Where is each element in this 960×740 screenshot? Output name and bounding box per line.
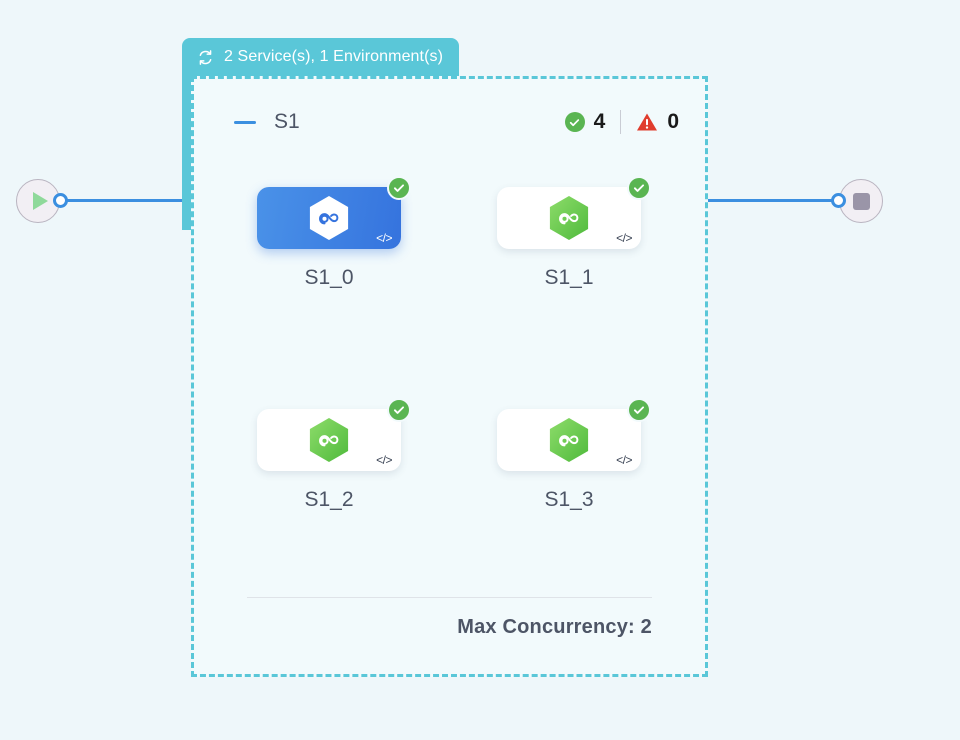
- code-glyph: </>: [616, 453, 632, 467]
- edge-start-to-group: [62, 199, 190, 202]
- check-circle-icon: [627, 176, 651, 200]
- node-card[interactable]: </>: [497, 176, 651, 249]
- group-header-title: 2 Service(s), 1 Environment(s): [224, 48, 444, 65]
- subgroup-name: S1: [274, 110, 300, 133]
- play-icon: [33, 192, 48, 210]
- hexagon-loop-icon: [549, 196, 589, 240]
- end-node-input-port[interactable]: [831, 193, 846, 208]
- start-node[interactable]: [16, 179, 60, 223]
- stop-icon: [852, 192, 870, 210]
- status-divider: [620, 110, 622, 134]
- hexagon-loop-icon: [549, 418, 589, 462]
- warning-count: 0: [667, 110, 679, 133]
- check-circle-icon: [627, 398, 651, 422]
- minus-icon[interactable]: [234, 120, 256, 124]
- group-header[interactable]: 2 Service(s), 1 Environment(s): [182, 38, 460, 76]
- hexagon-loop-icon: [309, 418, 349, 462]
- node-card[interactable]: </>: [257, 398, 411, 471]
- code-glyph: </>: [376, 231, 392, 245]
- node-label: S1_3: [544, 488, 594, 511]
- loop-icon: [199, 49, 212, 65]
- check-circle-icon: [387, 398, 411, 422]
- footer-divider: [247, 597, 652, 598]
- node-s1-3[interactable]: </> S1_3: [497, 398, 651, 512]
- node-label: S1_1: [544, 266, 594, 289]
- check-circle-icon: [564, 112, 585, 132]
- node-s1-2[interactable]: </> S1_2: [257, 398, 411, 512]
- node-label: S1_2: [304, 488, 354, 511]
- warning-triangle-icon: [637, 113, 658, 131]
- node-card[interactable]: </>: [257, 176, 411, 249]
- subgroup-header-row: S1 4 0: [234, 107, 679, 137]
- node-card[interactable]: </>: [497, 398, 651, 471]
- hexagon-loop-icon: [309, 196, 349, 240]
- node-s1-1[interactable]: </> S1_1: [497, 176, 651, 290]
- start-node-output-port[interactable]: [53, 193, 68, 208]
- check-circle-icon: [387, 176, 411, 200]
- group-body: S1 4 0: [191, 76, 708, 677]
- node-s1-0[interactable]: </> S1_0: [257, 176, 411, 290]
- code-glyph: </>: [376, 453, 392, 467]
- status-summary: 4 0: [564, 110, 679, 134]
- code-glyph: </>: [616, 231, 632, 245]
- node-label: S1_0: [304, 266, 354, 289]
- success-count: 4: [593, 110, 606, 133]
- edge-group-to-end: [708, 199, 844, 202]
- max-concurrency-label: Max Concurrency: 2: [457, 616, 652, 638]
- group-handle-strip[interactable]: [182, 76, 191, 230]
